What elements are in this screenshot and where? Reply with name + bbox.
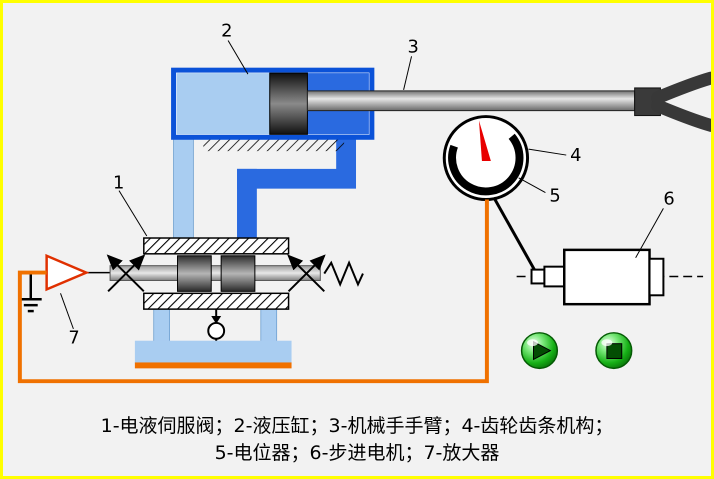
valve-right-arrow-2: [287, 254, 325, 293]
gripper-upper-jaw: [651, 71, 711, 105]
feedback-wire: [17, 199, 489, 384]
amplifier-triangle: [45, 253, 90, 292]
hydraulic-pipes: [153, 131, 357, 346]
pipe-light-left: [173, 132, 194, 243]
label-cylinder-leader: [227, 40, 249, 75]
valve-spool-land-left: [177, 255, 212, 292]
ground-symbol: [19, 272, 42, 313]
valve-drain-port: [207, 321, 226, 340]
stepper-motor: [516, 248, 704, 306]
label-potentiometer-leader: [518, 177, 546, 194]
label-stepper-motor-leader: [635, 208, 664, 259]
label-arm-leader: [403, 56, 413, 91]
label-potentiometer: 5: [549, 186, 560, 207]
potentiometer-track-arc: [448, 133, 524, 196]
stop-button-highlight: [601, 339, 613, 347]
cylinder-left-chamber: [176, 73, 270, 135]
label-amplifier: 7: [68, 328, 79, 349]
amplifier: [19, 253, 90, 313]
label-gear-rack-leader: [528, 148, 567, 156]
servo-valve: [86, 237, 364, 343]
tank-fluid: [134, 340, 292, 364]
play-icon[interactable]: [533, 340, 552, 361]
motor-link-line: [492, 196, 537, 273]
label-gear-rack: 4: [570, 145, 581, 166]
diagram-svg: 1 2 3 4 5 6 7: [17, 21, 711, 384]
label-cylinder: 2: [221, 21, 232, 42]
motor-shaft-block: [543, 265, 566, 288]
oil-tank: [134, 340, 292, 369]
pipe-dark-horizontal: [237, 168, 357, 189]
valve-spool-shaft: [109, 265, 321, 281]
label-arm: 3: [408, 36, 419, 57]
valve-left-arrow-2: [107, 254, 146, 293]
pipe-return-left: [153, 306, 170, 346]
caption: 1-电液伺服阀；2-液压缸；3-机械手手臂；4-齿轮齿条机构； 5-电位器；6-…: [3, 413, 711, 466]
valve-spool-land-right: [220, 255, 256, 292]
play-button-highlight: [527, 339, 538, 347]
valve-bottom-plate: [143, 292, 290, 310]
label-stepper-motor: 6: [663, 188, 674, 209]
play-button[interactable]: [520, 332, 559, 370]
stop-button[interactable]: [595, 332, 633, 370]
valve-drain-arrow: [211, 316, 222, 324]
valve-spring: [323, 260, 364, 288]
label-amplifier-leader: [60, 293, 74, 330]
gear-rack-potentiometer: [442, 115, 530, 201]
pipe-return-right: [260, 306, 278, 346]
motor-body: [563, 248, 651, 306]
stop-icon[interactable]: [606, 343, 623, 359]
gripper-lower-jaw: [651, 99, 711, 132]
motor-coupling: [530, 268, 546, 285]
ground-hatch: [203, 137, 345, 152]
gripper: [634, 71, 711, 132]
piston: [269, 72, 308, 135]
caption-line-2: 5-电位器；6-步进电机；7-放大器: [214, 441, 500, 464]
valve-top-plate: [143, 237, 290, 255]
label-servo-valve: 1: [113, 173, 124, 194]
piston-rod-arm: [306, 90, 636, 112]
motor-end-cap: [648, 257, 665, 297]
label-servo-valve-leader: [118, 190, 148, 237]
caption-line-1: 1-电液伺服阀；2-液压缸；3-机械手手臂；4-齿轮齿条机构；: [100, 415, 614, 437]
part-label-group: 1 2 3 4 5 6 7: [60, 21, 675, 349]
tank-base: [134, 362, 292, 369]
